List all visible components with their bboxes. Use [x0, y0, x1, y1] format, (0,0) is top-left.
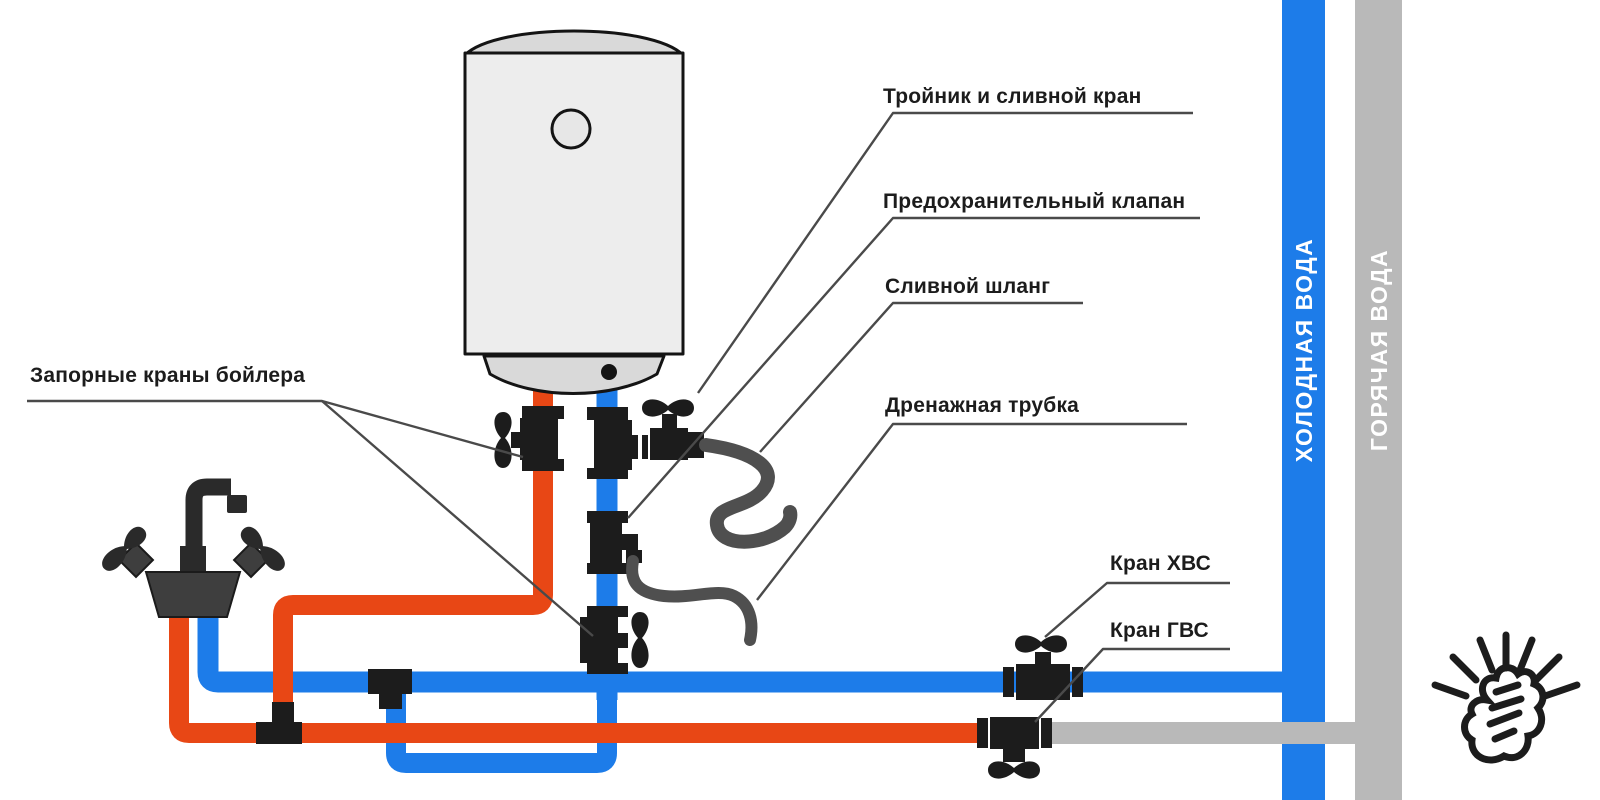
tank-bottom-cap [482, 354, 666, 395]
cold-main-label: ХОЛОДНАЯ ВОДА [1291, 238, 1317, 462]
tee-and-drain-tap [587, 399, 704, 479]
valve-handle [1015, 635, 1067, 653]
boiler-hot-shutoff-valve [494, 406, 564, 471]
boiler-hot-outlet-pipe [273, 388, 553, 720]
hot-main-pipe [1355, 0, 1402, 800]
valve-handle [631, 612, 649, 668]
cold-water-main-riser [1282, 0, 1325, 800]
callout-labels: Тройник и сливной кран Предохранительный… [30, 85, 1211, 642]
faucet-right-handle [240, 526, 285, 571]
tank-dome [463, 29, 685, 57]
leader-hot-valve [1034, 647, 1230, 723]
leader-drain-tube [756, 422, 1187, 601]
faucet-collar [180, 546, 206, 572]
hot-main-label: ГОРЯЧАЯ ВОДА [1366, 249, 1392, 451]
leader-lines [27, 111, 1230, 723]
water-heater-tank [463, 29, 685, 395]
valve-handle [988, 761, 1040, 779]
boiler-cold-shutoff-valve [580, 606, 649, 674]
hot-line-tee-fitting [256, 702, 302, 744]
cold-main-pipe [1282, 0, 1325, 800]
cold-distribution-pipe [197, 602, 1292, 693]
label-cold-valve: Кран ХВС [1110, 552, 1211, 575]
tank-body [463, 51, 685, 356]
leader-tee-drain [697, 111, 1193, 394]
cold-line-tee-fitting [368, 669, 412, 709]
label-hot-valve: Кран ГВС [1110, 619, 1209, 642]
tank-drain-dot [601, 364, 617, 380]
tank-port [550, 108, 592, 150]
label-shutoff-valves: Запорные краны бойлера [30, 364, 305, 387]
hot-supply-valve [977, 717, 1052, 779]
label-drain-hose: Сливной шланг [885, 275, 1050, 298]
hot-water-main-riser [1355, 0, 1402, 800]
snap-hand [1461, 664, 1547, 764]
faucet-left-handle [102, 526, 147, 571]
leader-drain-hose [759, 301, 1083, 453]
drain-hose [699, 438, 798, 549]
faucet-right-stub [232, 541, 270, 579]
hot-distribution-pipe [169, 604, 982, 743]
leader-shutoff-2 [321, 400, 594, 637]
leader-safety-valve [627, 216, 1200, 519]
drain-tap-handle [642, 399, 694, 417]
leader-shutoff-1 [27, 399, 524, 459]
drainage-tube [626, 555, 758, 646]
hot-pipes [169, 388, 982, 743]
label-tee-drain: Тройник и сливной кран [883, 85, 1141, 108]
snap-hand-knuckles [1486, 681, 1525, 743]
valve-handle [494, 412, 512, 468]
faucet-spout [185, 478, 231, 556]
snap-fingers-icon [1431, 631, 1581, 764]
label-safety-valve: Предохранительный клапан [883, 190, 1185, 213]
faucet-nozzle [227, 495, 247, 513]
faucet-body [144, 571, 242, 618]
safety-valve [587, 511, 642, 574]
faucet-left-stub [117, 541, 155, 579]
label-drain-tube: Дренажная трубка [885, 394, 1079, 417]
mixer-faucet [102, 478, 285, 618]
snap-rays [1431, 631, 1581, 700]
cold-bypass-u-pipe [386, 636, 617, 773]
leader-cold-valve [1044, 581, 1230, 638]
